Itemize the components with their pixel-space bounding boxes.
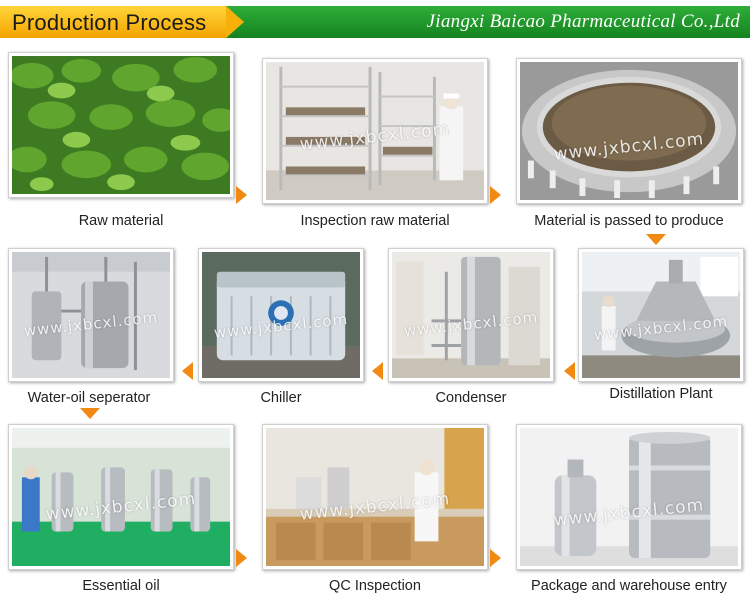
arrow-down-icon <box>646 234 666 245</box>
step-label-water-oil-separator: Water-oil seperator <box>27 390 151 406</box>
photo-distillation-plant: www.jxbcxl.com <box>578 248 744 382</box>
step-label-raw-material: Raw material <box>78 213 164 229</box>
photo-inspection-raw-material: www.jxbcxl.com <box>262 58 488 204</box>
arrow-left-icon <box>564 362 575 380</box>
header-tab-arrow <box>226 6 244 38</box>
photo-material-passed: www.jxbcxl.com <box>516 58 742 204</box>
step-label-distillation-plant: Distillation Plant <box>609 386 713 402</box>
company-name: Jiangxi Baicao Pharmaceutical Co.,Ltd <box>426 11 740 32</box>
arrow-left-icon <box>372 362 383 380</box>
arrow-down-icon <box>80 408 100 419</box>
photo-raw-material <box>8 52 234 198</box>
photo-essential-oil: www.jxbcxl.com <box>8 424 234 570</box>
photo-package-warehouse: www.jxbcxl.com <box>516 424 742 570</box>
step-label-condenser: Condenser <box>435 390 507 406</box>
arrow-right-icon <box>490 549 501 567</box>
arrow-right-icon <box>236 549 247 567</box>
step-label-material-passed: Material is passed to produce <box>534 213 724 229</box>
header-title-tab <box>0 6 226 38</box>
step-label-essential-oil: Essential oil <box>82 578 160 594</box>
photo-water-oil-separator: www.jxbcxl.com <box>8 248 174 382</box>
step-label-chiller: Chiller <box>260 390 302 406</box>
page-title: Production Process <box>12 10 207 35</box>
step-label-qc-inspection: QC Inspection <box>329 578 421 594</box>
arrow-right-icon <box>490 186 501 204</box>
arrow-left-icon <box>182 362 193 380</box>
header-banner: Production Process Jiangxi Baicao Pharma… <box>0 0 750 42</box>
step-label-package-warehouse: Package and warehouse entry <box>531 578 727 594</box>
photo-chiller: www.jxbcxl.com <box>198 248 364 382</box>
arrow-right-icon <box>236 186 247 204</box>
photo-qc-inspection: www.jxbcxl.com <box>262 424 488 570</box>
step-label-inspection-raw-material: Inspection raw material <box>300 213 450 229</box>
photo-condenser: www.jxbcxl.com <box>388 248 554 382</box>
